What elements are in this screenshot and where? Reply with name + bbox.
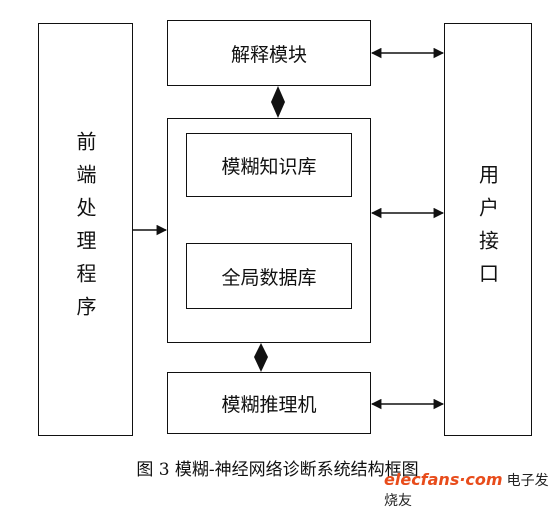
user-interface-box: 用户接口	[444, 23, 532, 436]
fuzzy-knowledge-base-label: 模糊知识库	[221, 155, 317, 178]
watermark-domain: com	[465, 470, 503, 489]
preprocessing-program-box: 前端处理程序	[38, 23, 133, 436]
fuzzy-knowledge-base-box: 模糊知识库	[186, 133, 352, 197]
connector-layer	[133, 47, 445, 410]
watermark-brand: elecfans	[384, 470, 460, 489]
global-database-label: 全局数据库	[221, 266, 317, 289]
global-database-box: 全局数据库	[186, 243, 352, 309]
fuzzy-inference-engine-box: 模糊推理机	[167, 372, 371, 434]
figure-caption: 图 3 模糊-神经网络诊断系统结构框图	[136, 460, 419, 480]
explanation-module-label: 解释模块	[230, 43, 307, 66]
watermark-dot: ·	[459, 470, 466, 489]
user-interface-label: 用户接口	[475, 163, 500, 296]
explanation-module-box: 解释模块	[167, 20, 371, 86]
preprocessing-program-label: 前端处理程序	[73, 130, 97, 329]
fuzzy-inference-engine-label: 模糊推理机	[221, 393, 317, 416]
link-diamond-explain-container	[271, 86, 285, 118]
link-diamond-container-inference	[254, 343, 268, 372]
